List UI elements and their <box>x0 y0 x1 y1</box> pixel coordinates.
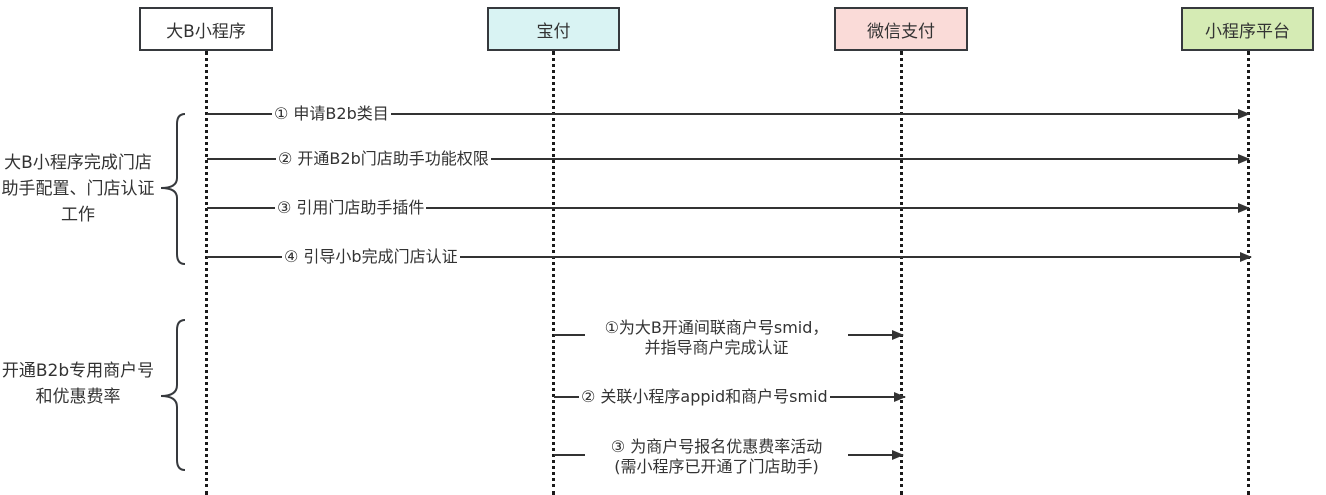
curly-brace-1 <box>160 113 186 265</box>
message-label-6: ② 关联小程序appid和商户号smid <box>579 387 830 407</box>
participant-wechatpay: 微信支付 <box>834 7 968 51</box>
lifeline-wechatpay <box>900 51 903 495</box>
message-label-5: ①为大B开通间联商户号smid， 并指导商户完成认证 <box>585 318 848 358</box>
curly-brace-2 <box>160 319 186 471</box>
participant-label: 宝付 <box>536 21 571 42</box>
message-label-4: ④ 引导小b完成门店认证 <box>282 247 460 267</box>
participant-baofu: 宝付 <box>487 7 620 51</box>
participant-label: 大B小程序 <box>166 21 246 42</box>
lifeline-baofu <box>552 51 555 495</box>
participant-label: 小程序平台 <box>1205 21 1290 42</box>
participant-platform: 小程序平台 <box>1181 7 1314 51</box>
message-label-1: ① 申请B2b类目 <box>272 104 391 124</box>
message-label-7: ③ 为商户号报名优惠费率活动 (需小程序已开通了门店助手) <box>585 437 848 477</box>
group-label-store-assistant: 大B小程序完成门店助手配置、门店认证工作 <box>1 153 155 225</box>
message-label-3: ③ 引用门店助手插件 <box>275 198 427 218</box>
lifeline-platform <box>1247 51 1250 495</box>
message-label-2: ② 开通B2b门店助手功能权限 <box>276 149 491 169</box>
participant-label: 微信支付 <box>867 21 935 42</box>
lifeline-bigb <box>205 51 208 495</box>
group-label-merchant-account: 开通B2b专用商户号和优惠费率 <box>1 361 155 407</box>
participant-bigb: 大B小程序 <box>139 7 273 51</box>
